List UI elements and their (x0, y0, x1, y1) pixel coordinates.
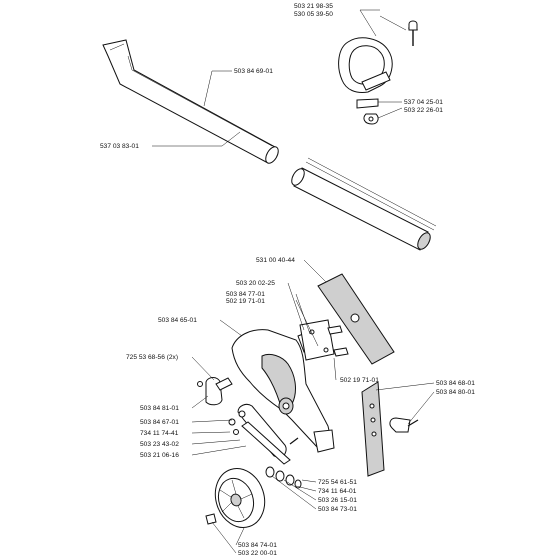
label-734-11-64-01: 734 11 64-01 (318, 488, 357, 495)
label-503-23-43-02: 503 23 43-02 (140, 441, 179, 448)
lower-shaft (291, 157, 437, 251)
label-503-22-26-01: 503 22 26-01 (404, 107, 443, 114)
loop-handle (338, 20, 419, 125)
label-503-21-06-16: 503 21 06-16 (140, 452, 179, 459)
clamp (197, 377, 233, 406)
label-503-20-02-25: 503 20 02-25 (236, 280, 275, 287)
label-503-84-74-01: 503 84 74-01 (238, 542, 277, 549)
label-503-84-69-01: 503 84 69-01 (234, 68, 273, 75)
wheel-arm (228, 403, 299, 465)
label-503-21-98-35: 503 21 98-35 (294, 3, 333, 10)
label-503-84-80-01: 503 84 80-01 (436, 389, 475, 396)
label-503-84-73-01: 503 84 73-01 (318, 506, 357, 513)
wheel (205, 468, 266, 528)
label-503-84-77-01: 503 84 77-01 (226, 291, 265, 298)
blade (317, 273, 395, 365)
label-725-53-68-56: 725 53 68-56 (2x) (126, 354, 178, 361)
label-537-04-25-01: 537 04 25-01 (404, 99, 443, 106)
label-503-84-68-01: 503 84 68-01 (436, 380, 475, 387)
edging-plate (361, 381, 419, 477)
label-503-22-00-01: 503 22 00-01 (238, 550, 277, 557)
label-503-84-67-01: 503 84 67-01 (140, 419, 179, 426)
label-734-11-74-41: 734 11 74-41 (140, 430, 179, 437)
label-530-05-39-50: 530 05 39-50 (294, 11, 333, 18)
label-503-26-15-01: 503 26 15-01 (318, 497, 357, 504)
label-503-84-65-01: 503 84 65-01 (158, 317, 197, 324)
label-503-84-81-01: 503 84 81-01 (140, 405, 179, 412)
label-502-19-71-01-right: 502 19 71-01 (340, 377, 379, 384)
label-537-03-83-01: 537 03 83-01 (100, 143, 139, 150)
leader-lines (152, 9, 435, 554)
label-531-00-40-44: 531 00 40-44 (256, 257, 295, 264)
blade-guard (231, 327, 335, 453)
part-labels: 503 21 98-35 530 05 39-50 503 84 69-01 5… (100, 3, 475, 557)
label-725-54-61-51: 725 54 61-51 (318, 479, 357, 486)
upper-shaft (102, 39, 279, 164)
label-502-19-71-01-top: 502 19 71-01 (226, 298, 265, 305)
